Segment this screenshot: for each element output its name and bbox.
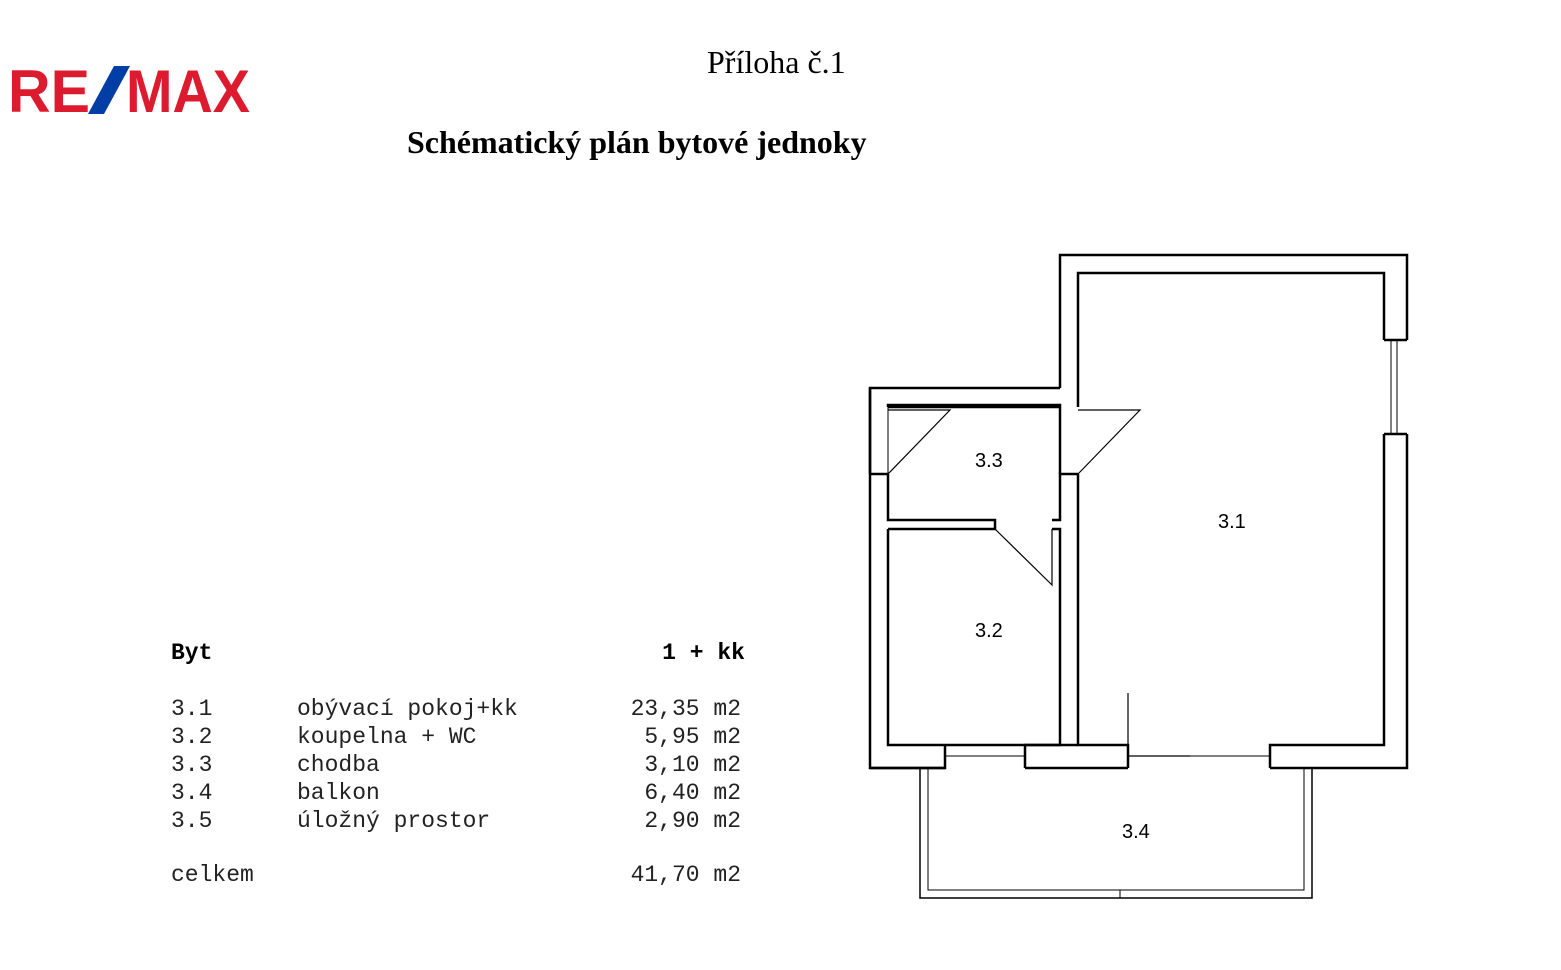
room-area: 3,10 m2 (644, 752, 741, 778)
room-number: 3.1 (171, 696, 213, 722)
room-name: úložný prostor (297, 808, 491, 834)
total-area: 41,70 m2 (630, 862, 741, 888)
inner-wall (1052, 472, 1078, 522)
room-number: 3.3 (171, 752, 213, 778)
annex-label: Příloha č.1 (707, 44, 846, 80)
room-area: 2,90 m2 (644, 808, 741, 834)
table-header: Byt 1 + kk (171, 640, 751, 672)
floor-plan: 3.3 3.1 3.2 3.4 (868, 253, 1409, 899)
inner-wall (1076, 271, 1386, 407)
balcony-rail (919, 768, 1313, 899)
svg-text:MAX: MAX (126, 62, 250, 118)
room-name: chodba (297, 752, 380, 778)
door-swing (1127, 693, 1190, 757)
inner-wall (886, 527, 1062, 747)
room-label-3-4: 3.4 (1122, 821, 1150, 843)
door-swing (994, 528, 1053, 587)
room-number: 3.5 (171, 808, 213, 834)
room-name: koupelna + WC (297, 724, 477, 750)
table-row: 3.1 obývací pokoj+kk 23,35 m2 (171, 695, 751, 723)
total-row: celkem 41,70 m2 (171, 861, 751, 889)
table-row: 3.5 úložný prostor 2,90 m2 (171, 807, 751, 835)
outer-wall (868, 474, 945, 770)
room-label-3-2: 3.2 (975, 620, 1003, 642)
room-area: 23,35 m2 (630, 696, 741, 722)
outer-wall (1270, 434, 1409, 770)
table-row: 3.3 chodba 3,10 m2 (171, 751, 751, 779)
outer-wall (868, 386, 1060, 474)
table-row: 3.2 koupelna + WC 5,95 m2 (171, 723, 751, 751)
door-swing (1077, 409, 1142, 475)
remax-logo: RE MAX (8, 62, 250, 118)
room-label-3-1: 3.1 (1218, 511, 1246, 533)
room-label-3-3: 3.3 (975, 450, 1003, 472)
unit-type: 1 + kk (662, 640, 745, 666)
room-name: obývací pokoj+kk (297, 696, 518, 722)
unit-label: Byt (171, 640, 213, 666)
room-area: 6,40 m2 (644, 780, 741, 806)
room-table: Byt 1 + kk 3.1 obývací pokoj+kk 23,35 m2… (171, 640, 751, 889)
inner-wall (886, 474, 997, 531)
room-list: 3.1 obývací pokoj+kk 23,35 m2 3.2 koupel… (171, 695, 751, 835)
total-label: celkem (171, 862, 254, 888)
page-title: Schématický plán bytové jednoky (407, 124, 867, 160)
inner-wall (1268, 434, 1386, 768)
room-name: balkon (297, 780, 380, 806)
svg-text:RE: RE (8, 62, 90, 118)
room-number: 3.4 (171, 780, 213, 806)
inner-wall (1076, 474, 1130, 768)
room-number: 3.2 (171, 724, 213, 750)
door-swing (887, 409, 952, 475)
room-area: 5,95 m2 (644, 724, 741, 750)
outer-wall (1058, 253, 1409, 388)
table-row: 3.4 balkon 6,40 m2 (171, 779, 751, 807)
